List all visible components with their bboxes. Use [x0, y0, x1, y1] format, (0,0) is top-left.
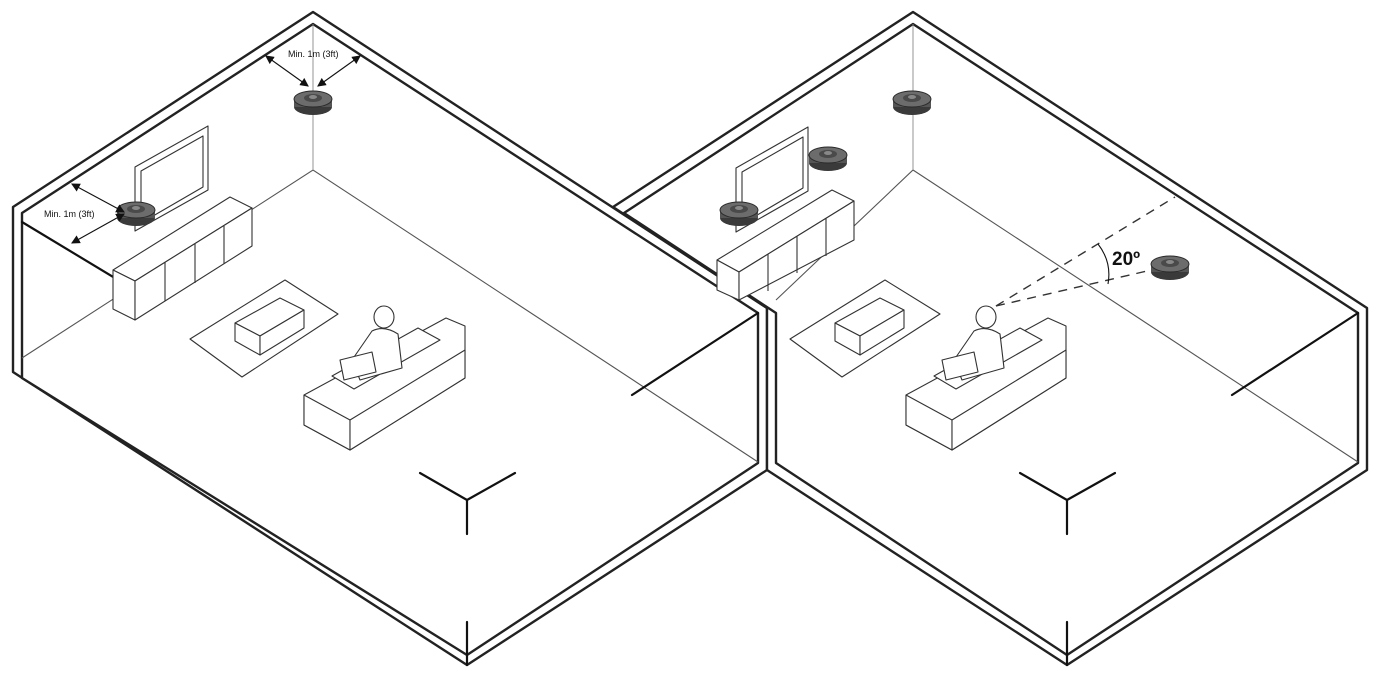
angle-label: 20º: [1112, 249, 1140, 270]
left-dimension-side: Min. 1m (3ft): [44, 183, 125, 244]
right-ceiling-speaker-front-left: [719, 201, 759, 227]
left-room: Min. 1m (3ft) Min. 1m (3ft): [11, 10, 769, 667]
right-axis-indicator: [1018, 471, 1117, 536]
right-ceiling-speaker-rear: [892, 90, 932, 116]
right-rug: [789, 279, 941, 378]
left-dimension-top: Min. 1m (3ft): [265, 49, 361, 87]
right-ceiling-speaker-side: [1150, 255, 1190, 281]
left-axis-indicator: [418, 471, 517, 536]
right-room: 20º: [611, 10, 1369, 667]
dimension-top-label: Min. 1m (3ft): [288, 49, 339, 59]
listening-angle: 20º: [995, 196, 1176, 307]
left-rug: [189, 279, 339, 378]
right-sofa: [905, 317, 1067, 451]
left-tv: [134, 125, 209, 232]
right-ceiling-speaker-front-right: [808, 146, 848, 172]
right-tv-cabinet: [716, 189, 855, 301]
left-person: [339, 305, 403, 381]
dimension-side-label: Min. 1m (3ft): [44, 209, 95, 219]
left-ceiling-speaker-front: [116, 201, 156, 227]
right-person: [941, 305, 1005, 381]
left-tv-cabinet: [112, 196, 253, 321]
left-ceiling-speaker-rear: [293, 90, 333, 116]
